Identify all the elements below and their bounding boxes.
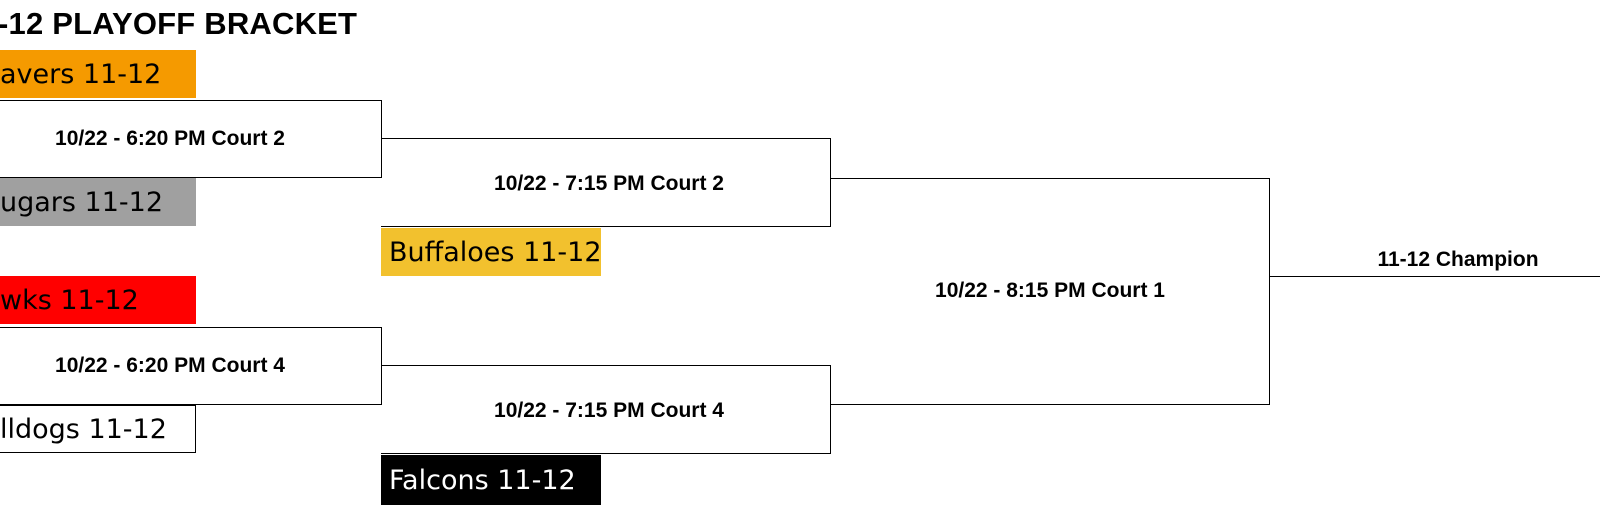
- game-label-3: 10/22 - 7:15 PM Court 2: [494, 172, 724, 195]
- champion-line: [1269, 276, 1600, 277]
- game-label-final: 10/22 - 8:15 PM Court 1: [935, 279, 1165, 302]
- team-name: avers 11-12: [0, 58, 162, 90]
- game-box-2: [0, 327, 382, 405]
- champion-label: 11-12 Champion: [1377, 248, 1539, 271]
- team-name: ugars 11-12: [0, 186, 164, 218]
- game-label-4: 10/22 - 7:15 PM Court 4: [494, 399, 724, 422]
- team-slot-6: Falcons 11-12: [381, 455, 601, 505]
- team-slot-1: avers 11-12: [0, 50, 196, 98]
- team-slot-5: Buffaloes 11-12: [381, 228, 601, 276]
- game-box-4: [381, 365, 831, 454]
- game-box-3: [381, 138, 831, 227]
- team-name: lldogs 11-12: [0, 413, 167, 445]
- team-name: Buffaloes 11-12: [389, 236, 601, 268]
- game-label-2: 10/22 - 6:20 PM Court 4: [55, 354, 285, 377]
- game-label-1: 10/22 - 6:20 PM Court 2: [55, 127, 285, 150]
- team-slot-2: ugars 11-12: [0, 178, 196, 226]
- team-slot-3: wks 11-12: [0, 276, 196, 324]
- bracket-title: -12 PLAYOFF BRACKET: [0, 6, 358, 41]
- team-name: wks 11-12: [0, 284, 139, 316]
- team-name: Falcons 11-12: [389, 464, 576, 496]
- game-box-1: [0, 100, 382, 178]
- game-box-final: [830, 178, 1270, 405]
- team-slot-4: lldogs 11-12: [0, 405, 196, 453]
